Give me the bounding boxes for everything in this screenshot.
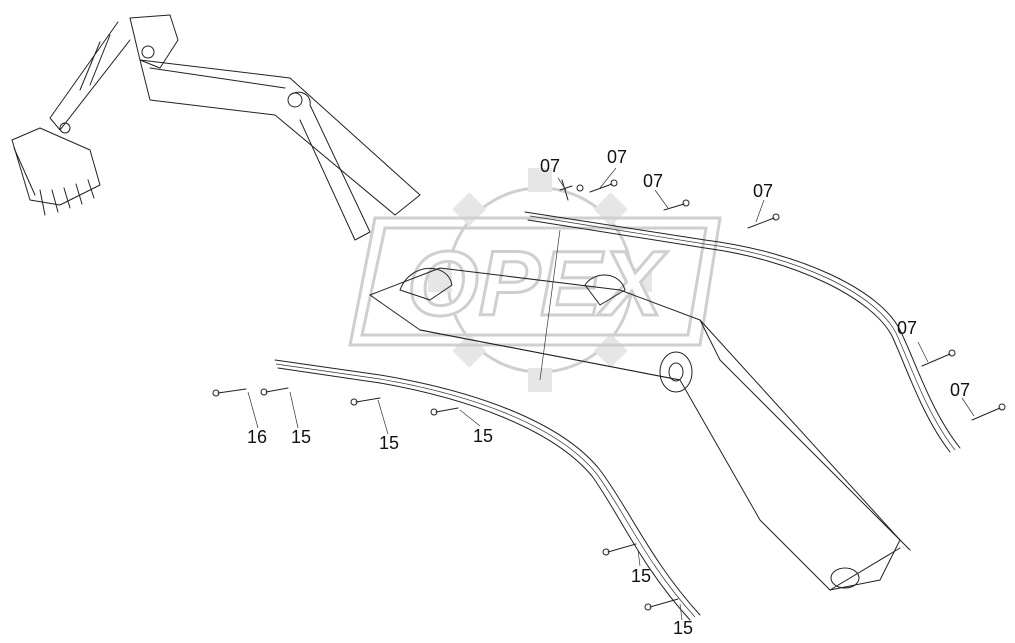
bolt-c9 xyxy=(350,397,381,406)
bolt-c12 xyxy=(644,598,679,611)
bolt-c4 xyxy=(747,213,780,229)
bolt-c8 xyxy=(260,387,289,396)
callout-c5: 07 xyxy=(897,318,917,338)
callout-c8: 15 xyxy=(291,427,311,447)
callout-c2: 07 xyxy=(607,147,627,167)
bolt-c11 xyxy=(602,543,637,556)
lower-hose-bundle xyxy=(274,359,701,621)
bolt-c10 xyxy=(430,407,459,416)
watermark-logo: OPEX xyxy=(348,168,722,392)
bolt-c1 xyxy=(559,179,584,201)
watermark-frame xyxy=(348,216,722,347)
callout-c3: 07 xyxy=(643,171,663,191)
callout-c9: 15 xyxy=(379,433,399,453)
clamp-bolts xyxy=(212,179,1006,611)
boom-assembly xyxy=(369,229,911,591)
callout-c12: 15 xyxy=(673,618,693,638)
bolt-c3 xyxy=(663,199,690,211)
callout-c7: 16 xyxy=(247,427,267,447)
callout-c4: 07 xyxy=(753,181,773,201)
watermark-text: OPEX xyxy=(407,233,667,335)
bolt-c2 xyxy=(589,179,618,193)
callout-c1: 07 xyxy=(540,156,560,176)
callout-labels: 07 07 07 07 07 07 16 15 15 15 15 15 xyxy=(247,147,970,638)
bolt-c6 xyxy=(971,403,1006,421)
callout-c11: 15 xyxy=(631,566,651,586)
callout-c6: 07 xyxy=(950,380,970,400)
leader-lines xyxy=(247,167,975,621)
excavator-arm-assembly xyxy=(11,14,421,241)
bolt-c5 xyxy=(921,349,956,367)
bolt-c7 xyxy=(212,388,247,397)
callout-c10: 15 xyxy=(473,426,493,446)
upper-hose-bundle xyxy=(524,211,961,453)
